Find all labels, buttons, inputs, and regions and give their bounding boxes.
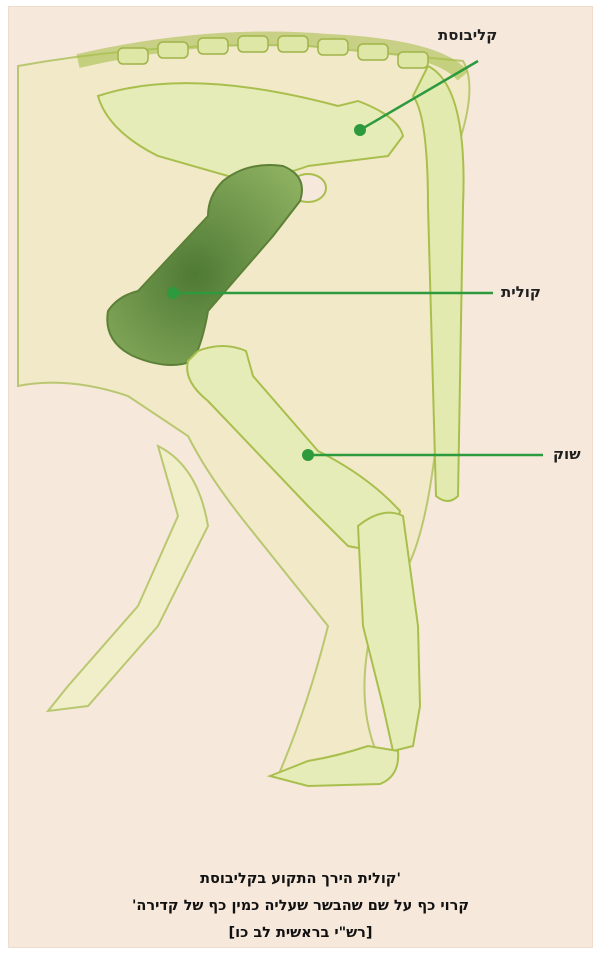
femur-label: קולית: [501, 283, 541, 301]
illustration-frame: קליבוסת קולית שוק 'קולית הירך התקוע בקלי…: [8, 6, 593, 948]
caption-line-3: [רש"י בראשית לב כו]: [8, 920, 593, 947]
tibia-label: שוק: [553, 445, 581, 463]
caption: 'קולית הירך התקוע בקליבוסת קרוי כף על שם…: [8, 866, 593, 947]
caption-line-2: קרוי כף על שם שהבשר שעליה כמין כף של קדי…: [8, 893, 593, 920]
foreleg: [48, 446, 208, 711]
pelvis-label: קליבוסת: [438, 26, 497, 44]
hind-leg-skeleton-illustration: [8, 6, 593, 866]
caption-line-1: 'קולית הירך התקוע בקליבוסת: [8, 866, 593, 893]
